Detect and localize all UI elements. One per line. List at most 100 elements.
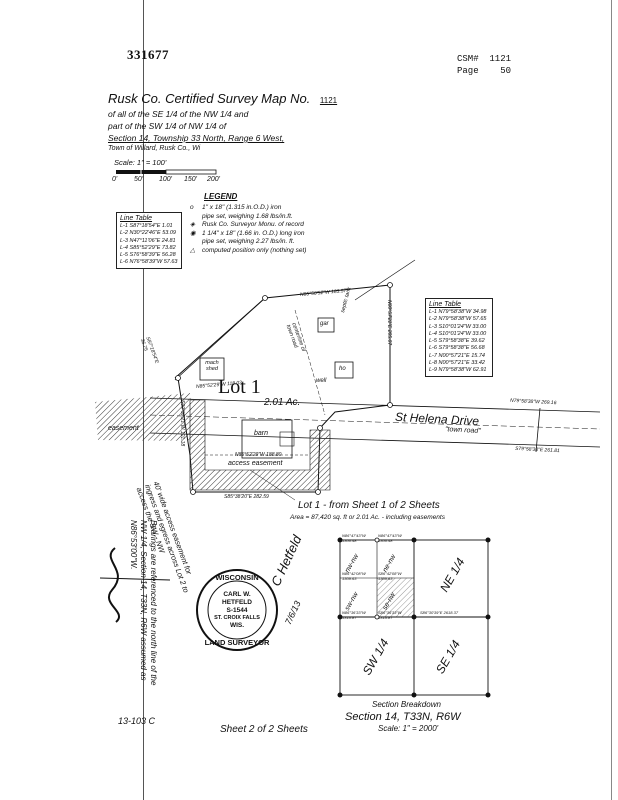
west-bearing: S00°57'21"W 101.18 [179,400,185,447]
scale-tick-50: 50' [134,176,144,183]
legend-title: LEGEND [204,192,238,201]
section-corner [337,537,343,543]
section-dim: N86°47'43"W 1306.48 [378,533,402,543]
house-label: ho [339,366,346,372]
title-line-2: of all of the SE 1/4 of the NW 1/4 and [108,109,249,119]
flourish [108,547,120,623]
easement-label: easement [108,425,139,432]
table-row: L-4 S10°01'24"W 33.00 [429,330,487,337]
section-corner [411,614,417,620]
line-table-left: Line Table L-1 S87°18'54"E 1.01 L-2 N30°… [116,212,182,269]
pipe-marker [317,425,323,431]
road-tick [535,407,541,453]
bottom-bearing: S85°38'20"E 282.59 [224,494,269,500]
legend-item: ◉1 1/4" x 18" (1.66 in. O.D.) long iron [190,229,305,237]
title-text: Rusk Co. Certified Survey Map No. [108,91,311,106]
legend-item: pipe set, weighing 2.27 lbs/in. ft. [202,238,295,245]
pipe-marker [315,489,321,495]
monument-icon: ◈ [190,221,195,228]
table-row: L-6 N76°58'39"W 57.63 [120,259,178,266]
scale-label: Scale: 1" = 100' [114,158,167,167]
barn-small [279,431,295,447]
seal-name-2: HETFELD [222,599,252,606]
sheet-label: Sheet 2 of 2 Sheets [220,724,308,735]
road-edge [149,397,601,413]
section-corner [485,614,491,620]
footer-code: 13-103 C [118,716,156,726]
road-centerline [149,414,601,430]
table-row: L-1 S87°18'54"E 1.01 [120,223,173,229]
seal-inner [207,580,267,640]
section-dim: S86°36'33"W 1314.87 [378,610,402,620]
scale-bar [116,169,217,175]
scale-tick-200: 200' [207,176,221,183]
section-corner [411,692,417,698]
inner-bearing: N85°52'29"W 188.80 [235,452,282,458]
section-dim: N86°42'08"W 1309.63 [342,571,366,581]
csm-number-value: 1121 [319,96,338,105]
section-dim: N86°47'43"W 1306.48 [342,533,366,543]
section-corner [485,537,491,543]
document-number: 331677 [127,47,169,62]
surveyor-seal: WISCONSIN CARL W. HETFELD S-1544 ST. CRO… [197,570,277,650]
section-corner [485,692,491,698]
bearings-note: Bearings are referenced to the north lin… [129,520,158,686]
iron-pipe-icon: o [190,204,194,211]
long-pipe-icon: ◉ [190,229,196,237]
section-subtitle: Section 14, T33N, R6W [345,711,461,723]
scan-line [611,0,612,800]
table-row: L-7 N00°57'21"E 15.74 [429,352,485,359]
right-bearing: N00°57'21"E 205.07 [386,300,392,346]
title-line-4: Section 14, Township 33 North, Range 6 W… [108,133,285,143]
pipe-marker [262,295,268,301]
table-row: L-8 N00°57'21"E 33.42 [429,360,485,367]
barn [241,419,293,459]
highlight-parcel [377,578,414,617]
pipe-marker [387,402,393,408]
pipe-marker [175,375,181,381]
table-row: L-5 S76°58'39"E 56.28 [120,252,176,259]
mach-shed-label: mach shed [205,360,219,372]
page-number-label: Page 50 [457,66,512,76]
section-corner [374,537,380,543]
table-row: L-3 N47°11'06"E 24.81 [120,237,176,244]
table-row: L-6 S79°58'38"E 56.68 [429,345,485,352]
section-dim: N86°36'33"W 1314.87 [342,610,366,620]
csm-number-label: CSM# 1121 [457,54,512,64]
table-row: L-3 S10°01'24"W 33.00 [429,323,487,330]
scale-tick-150: 150' [184,176,198,183]
line-table-title: Line Table [429,301,462,308]
section-dim: S86°30'39"E 2618.37 [420,610,459,615]
seal-state-abbr: WIS. [229,622,245,629]
map-title: Rusk Co. Certified Survey Map No. 1121 [108,91,337,106]
table-row: L-5 S79°58'38"E 39.62 [429,338,485,345]
section-corner [337,614,343,620]
road-edge [149,432,601,448]
table-row: L-1 N79°58'38"W 34.98 [429,309,487,315]
lot-label: Lot 1 [218,376,261,398]
tie-line [354,259,416,301]
section-corner [374,614,380,620]
mach-shed [199,357,225,381]
section-dim: S86°42'08"W 1309.63 [378,571,402,581]
section-corner [337,692,343,698]
triangle-icon: △ [190,246,195,254]
legend-item: ◈Rusk Co. Surveyor Monu. of record [190,221,304,228]
table-row: L-9 N79°58'38"W 62.91 [429,367,487,374]
table-row: L-2 N30°22'46"E 53.09 [120,230,176,237]
section-title: Section Breakdown [372,700,441,709]
title-line-5: Town of Willard, Rusk Co., Wi [108,145,201,152]
lot-reference: Lot 1 - from Sheet 1 of 2 Sheets [298,500,440,511]
old-road-line [294,309,326,416]
legend-item: △computed position only (nothing set) [190,246,307,254]
seal-bottom: LAND SURVEYOR [204,638,270,647]
seal-city: ST. CROIX FALLS [214,615,260,621]
table-row: L-2 N79°58'38"W 57.65 [429,316,487,323]
table-row: L-4 S85°52'29"E 73.82 [120,244,176,251]
scale-tick-100: 100' [159,176,173,183]
garage-label: gar [320,321,329,327]
barn-label: barn [254,430,269,437]
